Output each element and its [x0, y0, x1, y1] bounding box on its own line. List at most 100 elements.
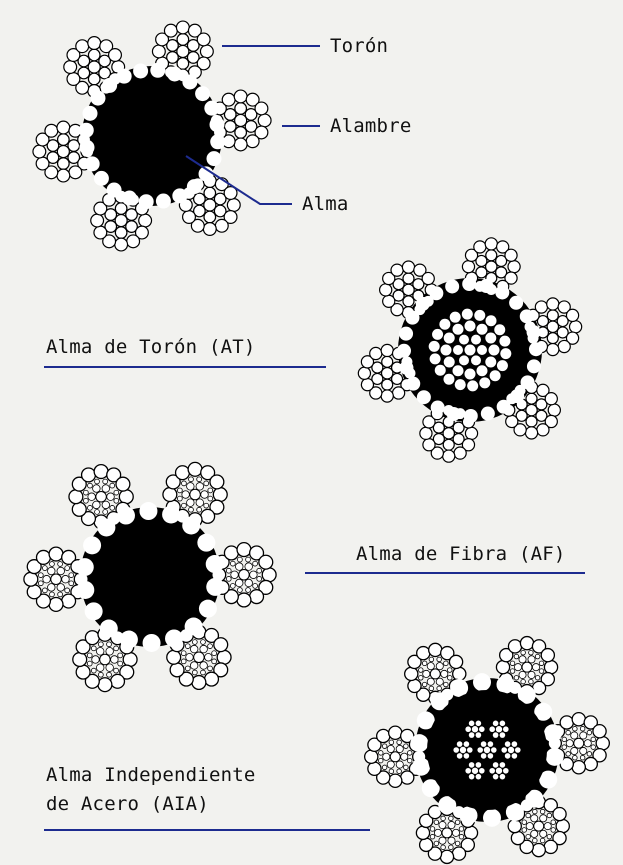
strand-outer-wire	[118, 489, 134, 505]
strand-outer-wire	[166, 649, 182, 665]
strand-outer-wire	[571, 711, 587, 727]
alma-leader-line	[185, 155, 292, 205]
strand-outer-wire	[464, 248, 479, 262]
strand-filler-wire	[590, 736, 596, 743]
strand-inner-wire	[203, 210, 217, 224]
iwrc-wire	[495, 767, 503, 774]
strand-filler-wire	[252, 583, 258, 589]
strand-outer-wire	[233, 89, 248, 104]
rope-filler-wire	[415, 296, 430, 311]
strand-outer-wire	[360, 377, 375, 392]
strand-outer-wire	[543, 659, 559, 675]
strand-outer-wire	[102, 234, 117, 249]
strand-inner-wire	[536, 314, 550, 328]
strand-filler-wire	[87, 505, 93, 511]
core-outer-wire	[439, 318, 451, 330]
core-outer-wire	[432, 328, 444, 340]
at-type-label: Alma de Torón (AT)	[46, 336, 256, 358]
strand-inner-wire	[176, 57, 190, 70]
rope-filler-wire	[462, 277, 477, 291]
iwrc-wire	[468, 732, 475, 738]
strand-inner-wire	[518, 655, 527, 664]
strand-filler-wire	[407, 757, 413, 764]
strand-outer-wire	[555, 818, 570, 834]
strand-inner-wire	[435, 677, 444, 686]
strand-inner-wire	[447, 821, 456, 830]
rope-filler-wire	[416, 711, 435, 730]
strand-filler-wire	[207, 643, 213, 649]
strand-center-wire	[234, 113, 248, 128]
strand-inner-wire	[56, 157, 70, 170]
strand-inner-wire	[546, 309, 559, 322]
strand-outer-wire	[202, 222, 217, 237]
strand-center-wire	[114, 213, 128, 228]
rope-cross-section-steel-core	[363, 635, 611, 865]
strand-outer-wire	[221, 92, 236, 107]
core-outer-wire	[449, 311, 461, 323]
iwrc-wire	[463, 753, 470, 759]
strand-filler-wire	[565, 751, 571, 757]
strand-filler-wire	[252, 560, 258, 567]
strand-outer-wire	[84, 673, 100, 689]
rope-filler-wire	[399, 326, 414, 341]
strand-filler-wire	[177, 487, 183, 494]
strand-inner-wire	[56, 133, 70, 146]
core-strand-wire	[463, 367, 477, 381]
strand-outer-wire	[407, 678, 422, 694]
strand-outer-wire	[375, 728, 391, 744]
strand-outer-wire	[407, 654, 422, 670]
strand-inner-wire	[176, 33, 190, 46]
rope-filler-wire	[446, 406, 461, 421]
strand-inner-wire	[47, 583, 56, 592]
strand-filler-wire	[532, 808, 538, 815]
iwrc-wire	[471, 767, 479, 774]
strand-filler-wire	[192, 669, 198, 676]
strand-inner-wire	[438, 821, 447, 830]
core-strand-wire	[476, 344, 488, 356]
strand-outer-wire	[80, 467, 97, 483]
strand-inner-wire	[402, 272, 415, 285]
rope-cross-section-strand-core	[357, 237, 583, 463]
strand-inner-wire	[195, 482, 204, 491]
strand-inner-wire	[106, 492, 115, 501]
strand-inner-wire	[101, 484, 111, 493]
strand-filler-wire	[546, 812, 553, 819]
strand-outer-wire	[182, 210, 197, 225]
strand-center-wire	[95, 490, 107, 503]
strand-filler-wire	[528, 678, 534, 685]
strand-outer-wire	[66, 47, 81, 62]
strand-inner-wire	[42, 575, 51, 584]
strand-inner-wire	[234, 126, 248, 139]
rope-filler-wire	[172, 188, 188, 204]
strand-filler-wire	[102, 509, 108, 515]
strand-outer-wire	[254, 101, 269, 116]
strand-outer-wire	[35, 156, 50, 171]
strand-inner-wire	[371, 361, 384, 374]
strand-outer-wire	[155, 32, 170, 47]
strand-filler-wire	[207, 487, 214, 494]
rope-filler-wire	[406, 376, 421, 391]
strand-outer-wire	[461, 438, 476, 452]
strand-outer-wire	[453, 446, 467, 460]
strand-outer-wire	[90, 213, 105, 228]
strand-outer-wire	[68, 489, 84, 505]
strand-outer-wire	[26, 584, 42, 600]
strand-filler-wire	[184, 643, 191, 649]
strand-filler-wire	[49, 591, 55, 598]
strand-inner-wire	[438, 836, 447, 845]
strand-filler-wire	[433, 840, 440, 847]
rope-filler-wire	[133, 63, 149, 79]
iwrc-wire	[477, 747, 484, 753]
strand-filler-wire	[177, 495, 183, 502]
strand-outer-wire	[568, 320, 583, 334]
strand-center-wire	[573, 737, 585, 749]
strand-outer-wire	[495, 659, 511, 675]
strand-outer-wire	[544, 414, 558, 429]
strand-inner-wire	[518, 670, 527, 679]
rope-filler-wire	[545, 747, 564, 766]
strand-outer-wire	[375, 770, 391, 785]
strand-inner-wire	[440, 669, 449, 678]
rope-filler-wire	[519, 309, 534, 324]
strand-inner-wire	[447, 836, 456, 845]
iwrc-wire	[499, 732, 506, 738]
